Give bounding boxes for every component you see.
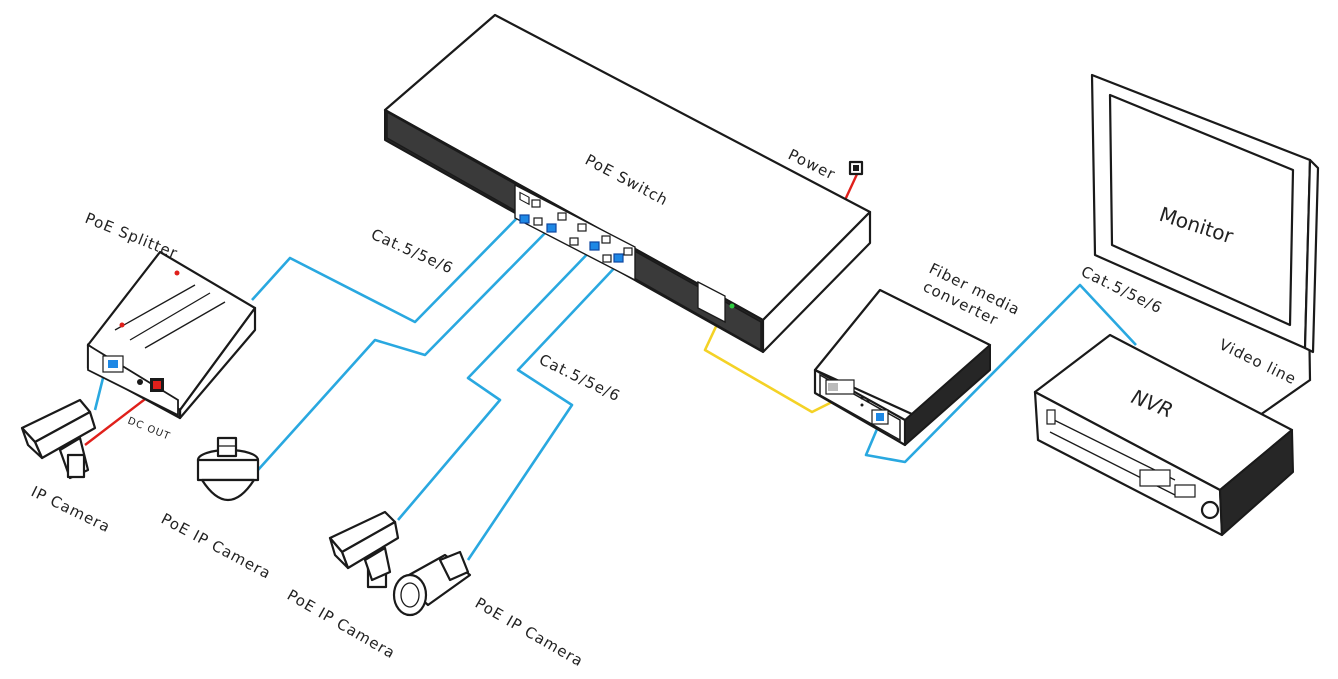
nvr	[1033, 333, 1294, 537]
poe-ip-camera-label-1: PoE IP Camera	[158, 510, 274, 583]
poe-bullet-camera	[392, 550, 472, 617]
poe-ip-camera-label-3: PoE IP Camera	[472, 594, 587, 671]
cable-splitter-switch	[251, 214, 521, 324]
cable-converter-nvr	[864, 283, 1137, 464]
cable-dome-switch	[257, 227, 551, 471]
cable-camera3-switch	[466, 261, 621, 561]
switch-led	[729, 303, 735, 309]
power-socket	[848, 160, 864, 176]
poe-splitter-label: PoE Splitter	[83, 209, 181, 263]
cable-label-2: Cat.5/5e/6	[536, 350, 623, 405]
fiber-media-converter	[813, 288, 992, 447]
monitor	[1090, 73, 1320, 354]
video-line-label: Video line	[1216, 335, 1299, 388]
ip-camera	[20, 398, 97, 480]
poe-box-camera	[328, 510, 400, 589]
poe-ip-camera-label-2: PoE IP Camera	[284, 586, 399, 663]
cables	[84, 171, 1312, 561]
cable-label-1: Cat.5/5e/6	[368, 225, 456, 277]
ip-camera-label: IP Camera	[28, 482, 113, 536]
splitter-dc-jack	[137, 379, 143, 385]
poe-splitter	[86, 250, 257, 420]
dc-out-label: DC OUT	[126, 416, 172, 443]
poe-dome-camera	[196, 436, 260, 501]
switch-port-block	[514, 183, 636, 282]
poe-switch: PoE Switch	[383, 13, 872, 354]
cable-camera2-switch	[397, 244, 597, 521]
switch-sfp-slot	[697, 280, 726, 324]
fiber-cable	[703, 317, 841, 414]
